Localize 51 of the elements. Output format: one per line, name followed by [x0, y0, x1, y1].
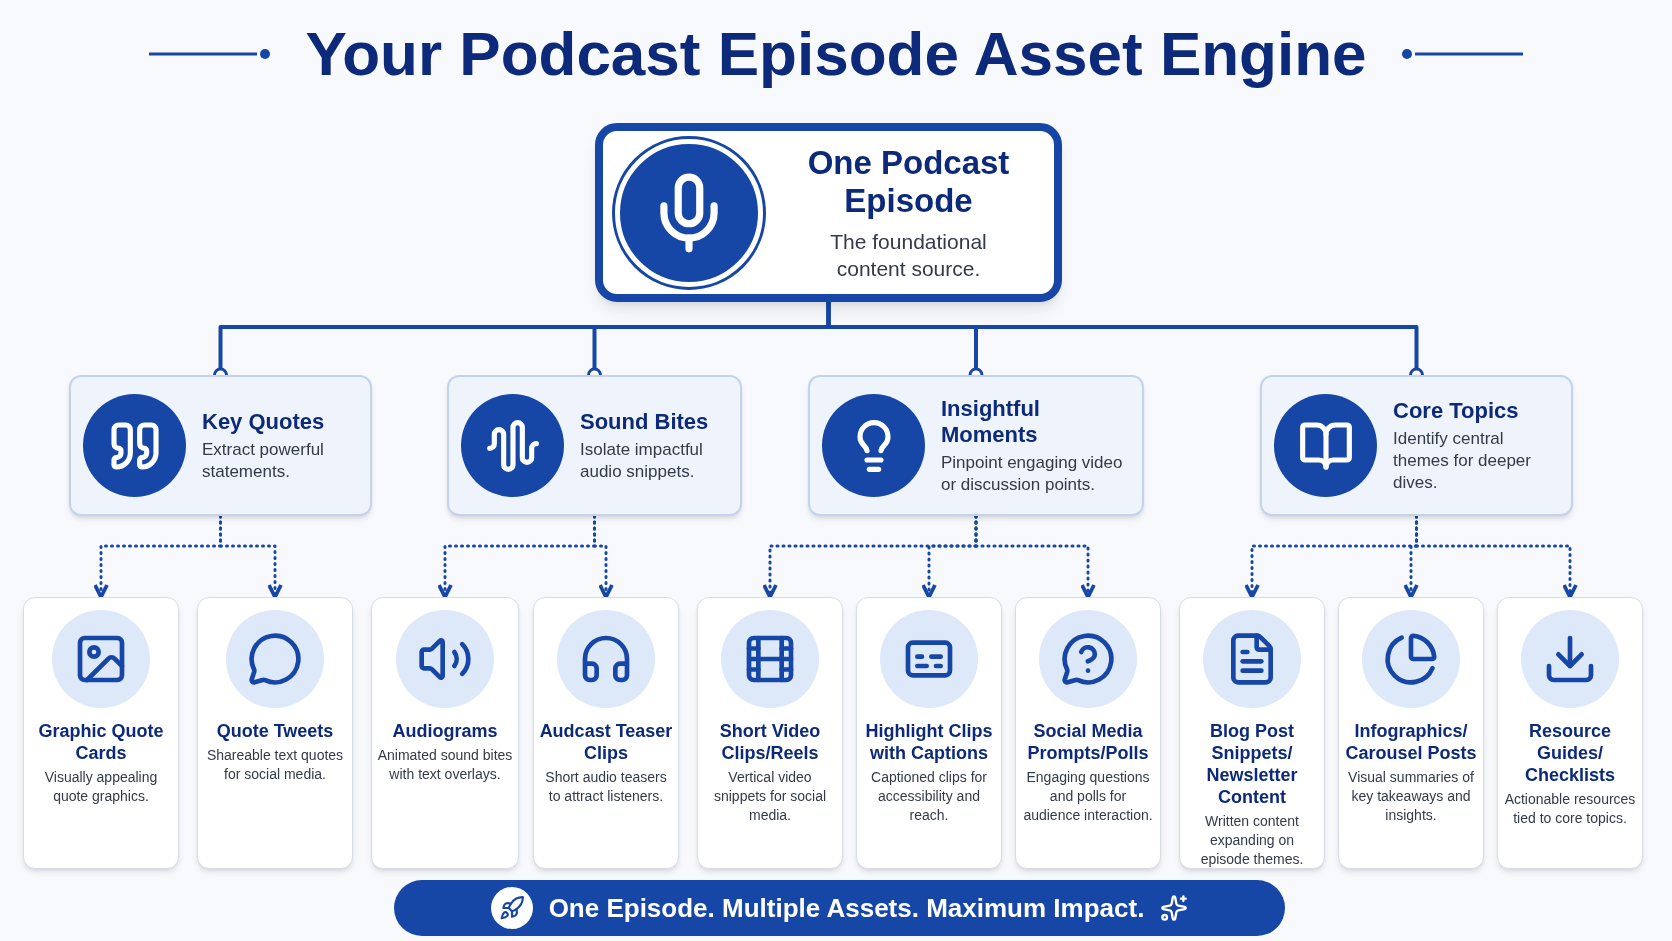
tagline-text: One Episode. Multiple Assets. Maximum Impact.: [548, 891, 1145, 925]
card-description: Captioned clips for accessibility and reach.: [870, 768, 988, 825]
card-heading: Quote Tweets: [216, 720, 334, 742]
asset-card: [197, 597, 353, 869]
category-card: [1260, 375, 1573, 516]
asset-card: [856, 597, 1002, 869]
card-heading: Sound Bites: [580, 408, 710, 435]
card-description: Written content expanding on episode themes.: [1199, 812, 1305, 869]
card-description: Animated sound bites with text overlays.: [376, 746, 514, 784]
card-description: Visual summaries of key takeaways and insights.: [1347, 768, 1475, 825]
category-card: [69, 375, 372, 516]
card-heading: Graphic Quote Cards: [37, 720, 165, 764]
card-description: Vertical video snippets for social media.: [712, 768, 828, 825]
card-heading: Resource Guides/ Checklists: [1523, 720, 1616, 786]
card-description: Visually appealing quote graphics.: [43, 768, 159, 806]
card-description: Extract powerful statements.: [202, 438, 325, 483]
asset-card: [23, 597, 179, 869]
card-heading: Short Video Clips/Reels: [718, 720, 822, 764]
card-description: Engaging questions and polls for audience interaction.: [1022, 768, 1154, 825]
title: Your Podcast Episode Asset Engine: [305, 18, 1367, 90]
card-description: Pinpoint engaging video or discussion points.: [941, 451, 1124, 496]
category-card: [808, 375, 1144, 516]
card-description: Actionable resources tied to core topics.: [1503, 790, 1637, 828]
category-card: [447, 375, 742, 516]
card-heading: Blog Post Snippets/ Newsletter Content: [1205, 720, 1299, 808]
card-description: Short audio teasers to attract listeners.: [544, 768, 668, 806]
dotted-arrow: [974, 514, 1096, 599]
source-box: [595, 123, 1062, 302]
card-heading: Audcast Teaser Clips: [538, 720, 674, 764]
asset-card: [697, 597, 843, 869]
card-heading: Highlight Clips with Captions: [864, 720, 994, 764]
dotted-arrow: [593, 514, 614, 599]
dotted-arrow: [219, 514, 283, 599]
card-description: Isolate impactful audio snippets.: [580, 438, 704, 483]
card-description: Identify central themes for deeper dives.: [1393, 427, 1532, 494]
node-description: The foundational content source.: [829, 228, 988, 282]
card-heading: Audiograms: [392, 720, 498, 742]
asset-card: [1179, 597, 1325, 869]
asset-card: [1497, 597, 1643, 869]
asset-card: [371, 597, 519, 869]
asset-card: [1338, 597, 1484, 869]
card-heading: Social Media Prompts/Polls: [1026, 720, 1150, 764]
asset-card: [1015, 597, 1161, 869]
card-heading: Insightful Moments: [941, 395, 1041, 448]
tagline-banner: [394, 880, 1285, 936]
asset-card: [533, 597, 679, 869]
card-description: Shareable text quotes for social media.: [205, 746, 345, 784]
card-heading: Core Topics: [1393, 397, 1520, 424]
card-heading: Infographics/ Carousel Posts: [1344, 720, 1478, 764]
node-heading: One Podcast Episode: [806, 143, 1011, 220]
card-heading: Key Quotes: [202, 408, 326, 435]
